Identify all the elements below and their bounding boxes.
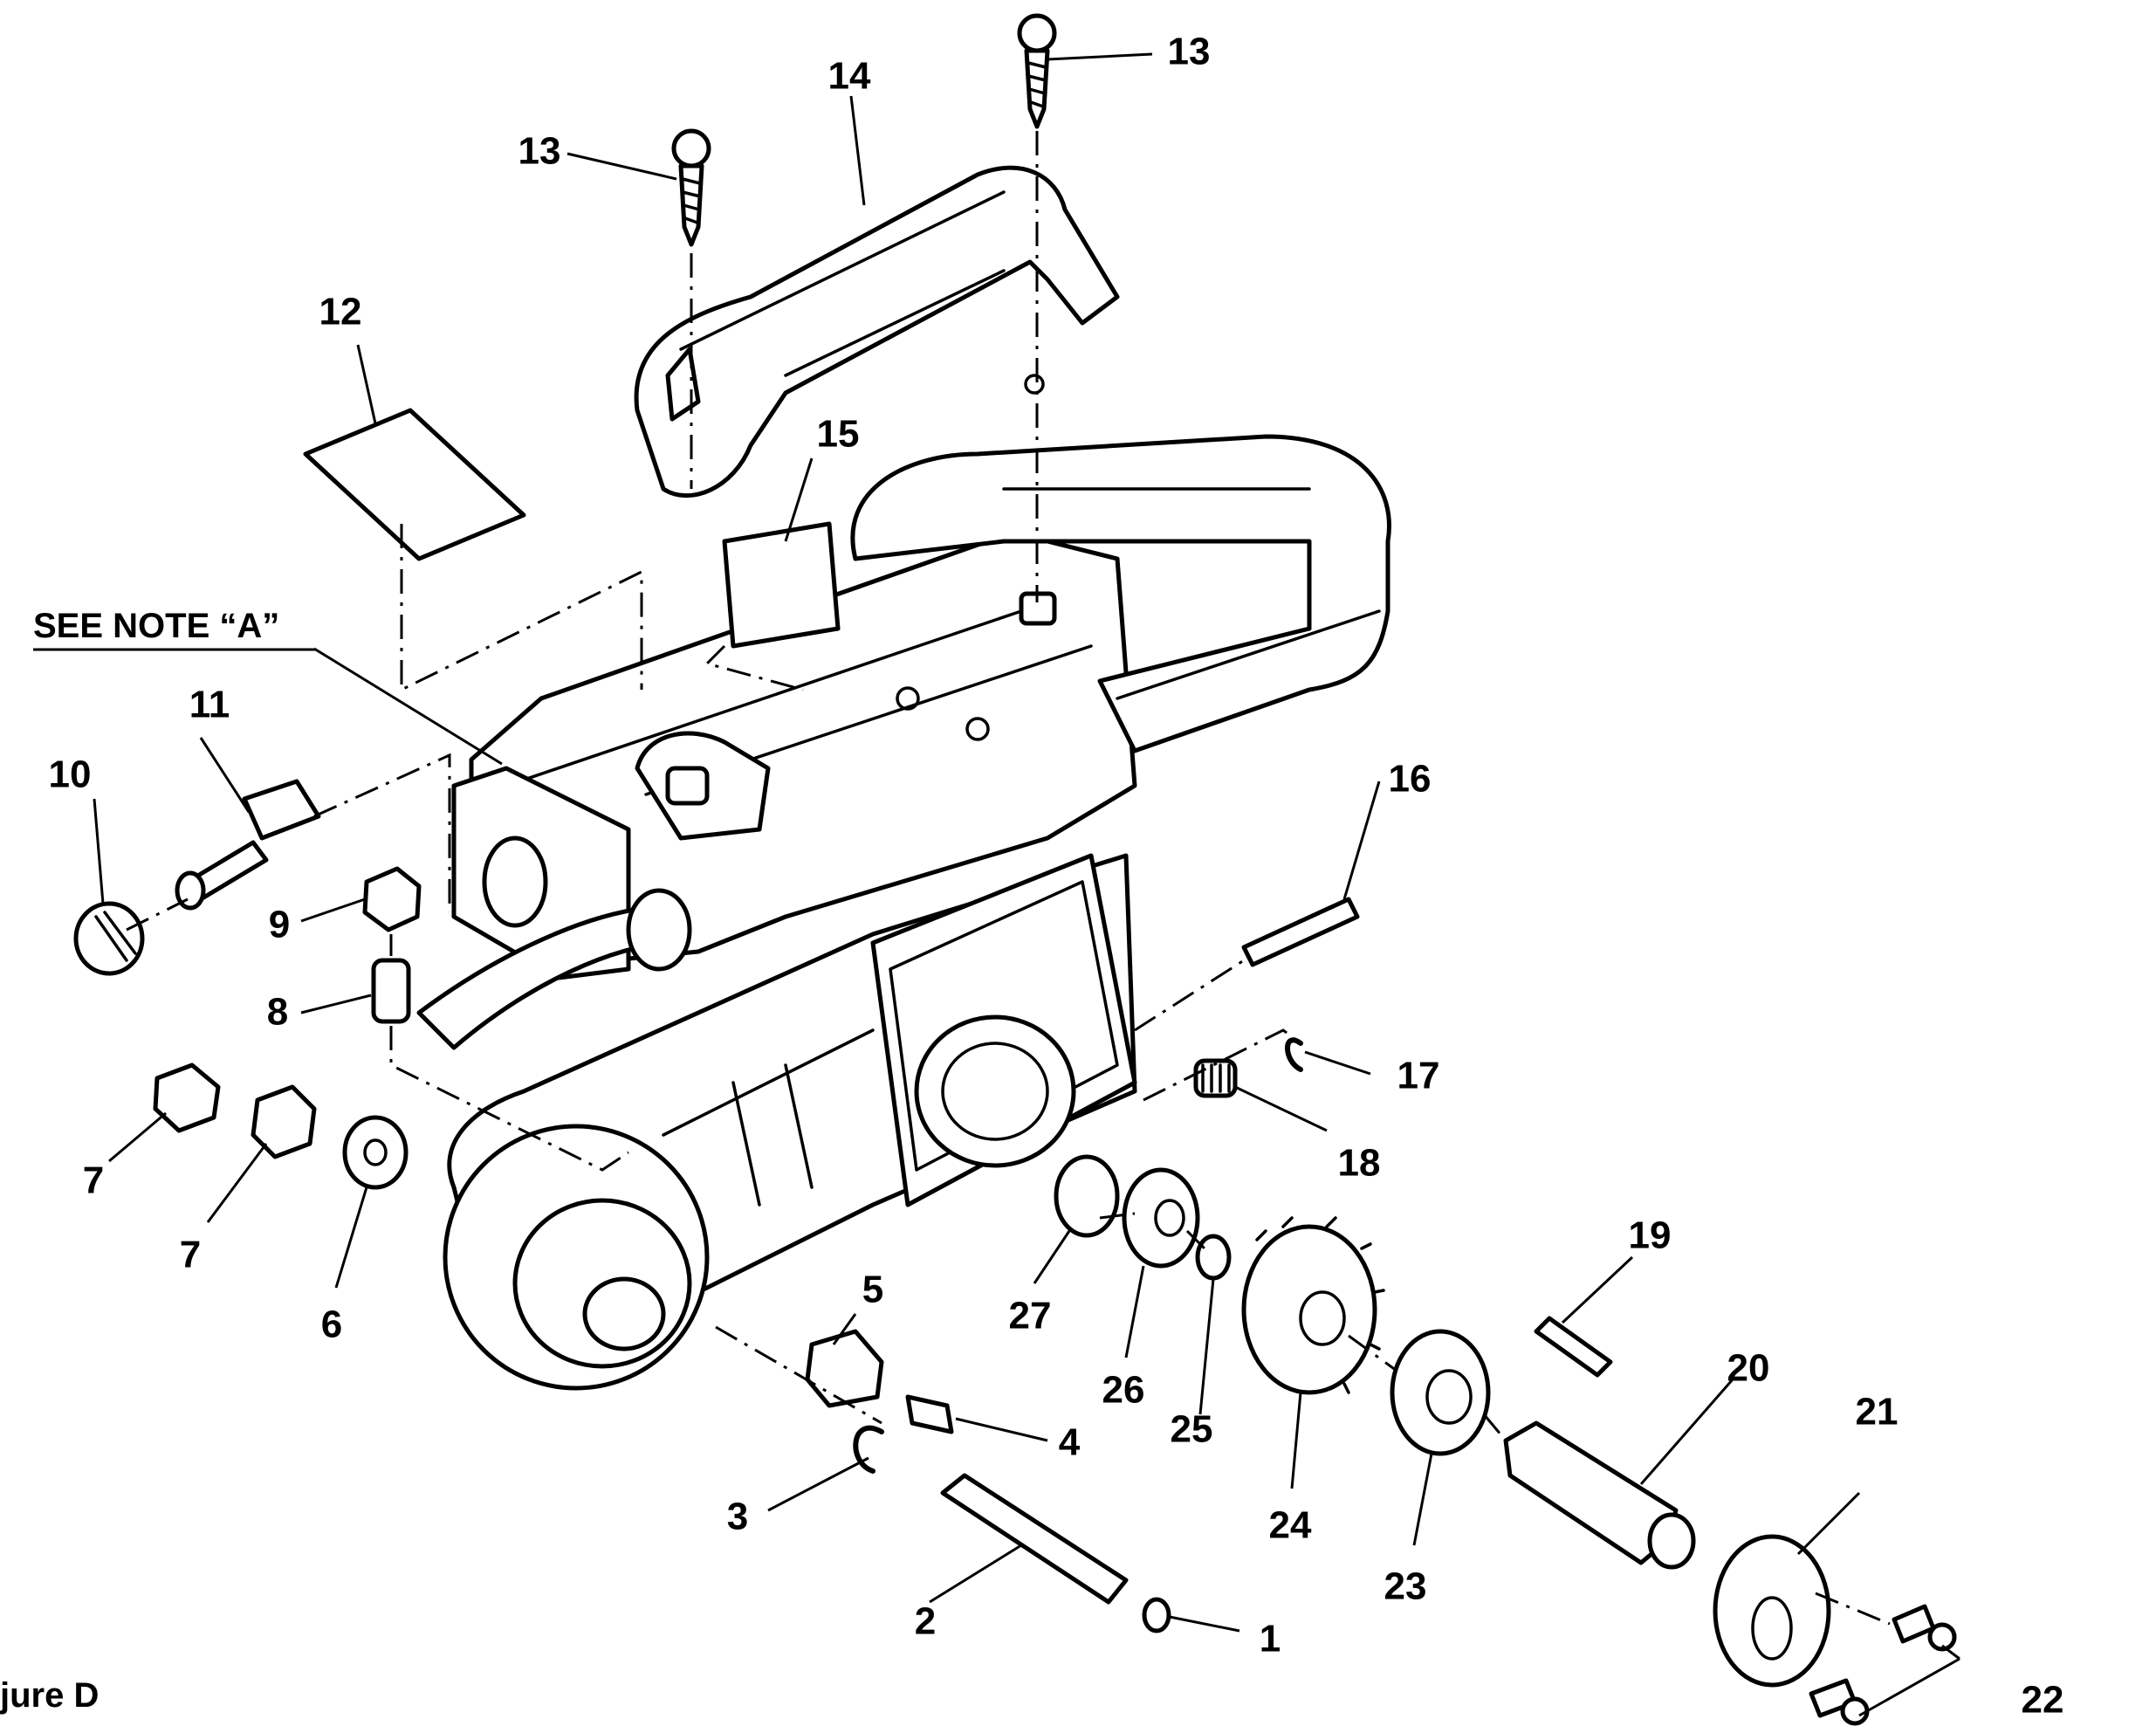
callout-13a: 13 <box>518 130 561 173</box>
bearing-26 <box>1122 1167 1200 1269</box>
callout-2: 2 <box>915 1600 936 1643</box>
shaft-2 <box>940 1473 1129 1605</box>
callout-7b: 7 <box>180 1234 201 1276</box>
figure-label: jure D <box>0 1676 99 1715</box>
top-handle <box>634 165 1120 499</box>
screw-13-right <box>1017 13 1057 129</box>
callout-14: 14 <box>828 55 871 98</box>
callout-10: 10 <box>49 753 92 796</box>
block-5 <box>805 1329 884 1408</box>
nut-9 <box>362 866 422 932</box>
brush-11 <box>175 779 321 911</box>
callout-18: 18 <box>1338 1142 1381 1185</box>
callout-22: 22 <box>2022 1679 2064 1722</box>
callout-6: 6 <box>321 1303 342 1346</box>
callouts: 1 2 3 4 5 6 7 7 8 9 10 11 12 13 13 14 15… <box>49 31 2064 1722</box>
label-15 <box>722 521 841 649</box>
pin-16 <box>1241 897 1360 967</box>
callout-3: 3 <box>727 1496 748 1538</box>
washer-6 <box>342 1115 409 1190</box>
label-12 <box>303 408 526 561</box>
callout-24: 24 <box>1269 1504 1312 1547</box>
callout-25: 25 <box>1171 1408 1213 1451</box>
clutch-23 <box>1390 1329 1491 1456</box>
clip-3 <box>853 1425 884 1474</box>
screws-22 <box>1809 1604 1957 1726</box>
leader-lines <box>93 52 1960 1717</box>
callout-5: 5 <box>862 1269 883 1311</box>
callout-12: 12 <box>319 291 362 334</box>
oring-27 <box>1054 1154 1120 1238</box>
ring-25 <box>1195 1234 1232 1281</box>
housing <box>416 374 1391 1391</box>
screw-4 <box>905 1394 954 1434</box>
spindle-20 <box>1503 1420 1696 1570</box>
callout-21: 21 <box>1856 1391 1899 1434</box>
callout-9: 9 <box>269 904 290 946</box>
brush-cap-10 <box>73 901 145 976</box>
callout-27: 27 <box>1009 1295 1052 1338</box>
gear-24 <box>1241 1216 1385 1395</box>
key-19 <box>1534 1316 1613 1378</box>
nut-7a <box>153 1062 221 1133</box>
callout-1: 1 <box>1260 1618 1281 1661</box>
callout-4: 4 <box>1059 1421 1081 1464</box>
ring-1 <box>1142 1597 1171 1633</box>
screw-13-left <box>671 128 711 247</box>
ring-17 <box>1285 1037 1303 1072</box>
callout-7a: 7 <box>83 1159 104 1202</box>
note-a-label: SEE NOTE “A” <box>33 607 279 645</box>
callout-19: 19 <box>1629 1214 1672 1257</box>
callout-23: 23 <box>1384 1565 1427 1608</box>
setscrew-8 <box>371 958 411 1024</box>
spring-18 <box>1193 1058 1238 1098</box>
callout-26: 26 <box>1102 1369 1145 1412</box>
callout-20: 20 <box>1727 1347 1770 1390</box>
callout-13b: 13 <box>1168 31 1211 73</box>
nut-7b <box>251 1084 317 1159</box>
callout-15: 15 <box>817 413 860 456</box>
callout-16: 16 <box>1389 758 1432 801</box>
assembly-lines <box>126 131 1891 1626</box>
callout-8: 8 <box>267 991 288 1034</box>
callout-11: 11 <box>189 684 230 726</box>
callout-17: 17 <box>1397 1055 1440 1097</box>
washer-21 <box>1713 1534 1831 1688</box>
